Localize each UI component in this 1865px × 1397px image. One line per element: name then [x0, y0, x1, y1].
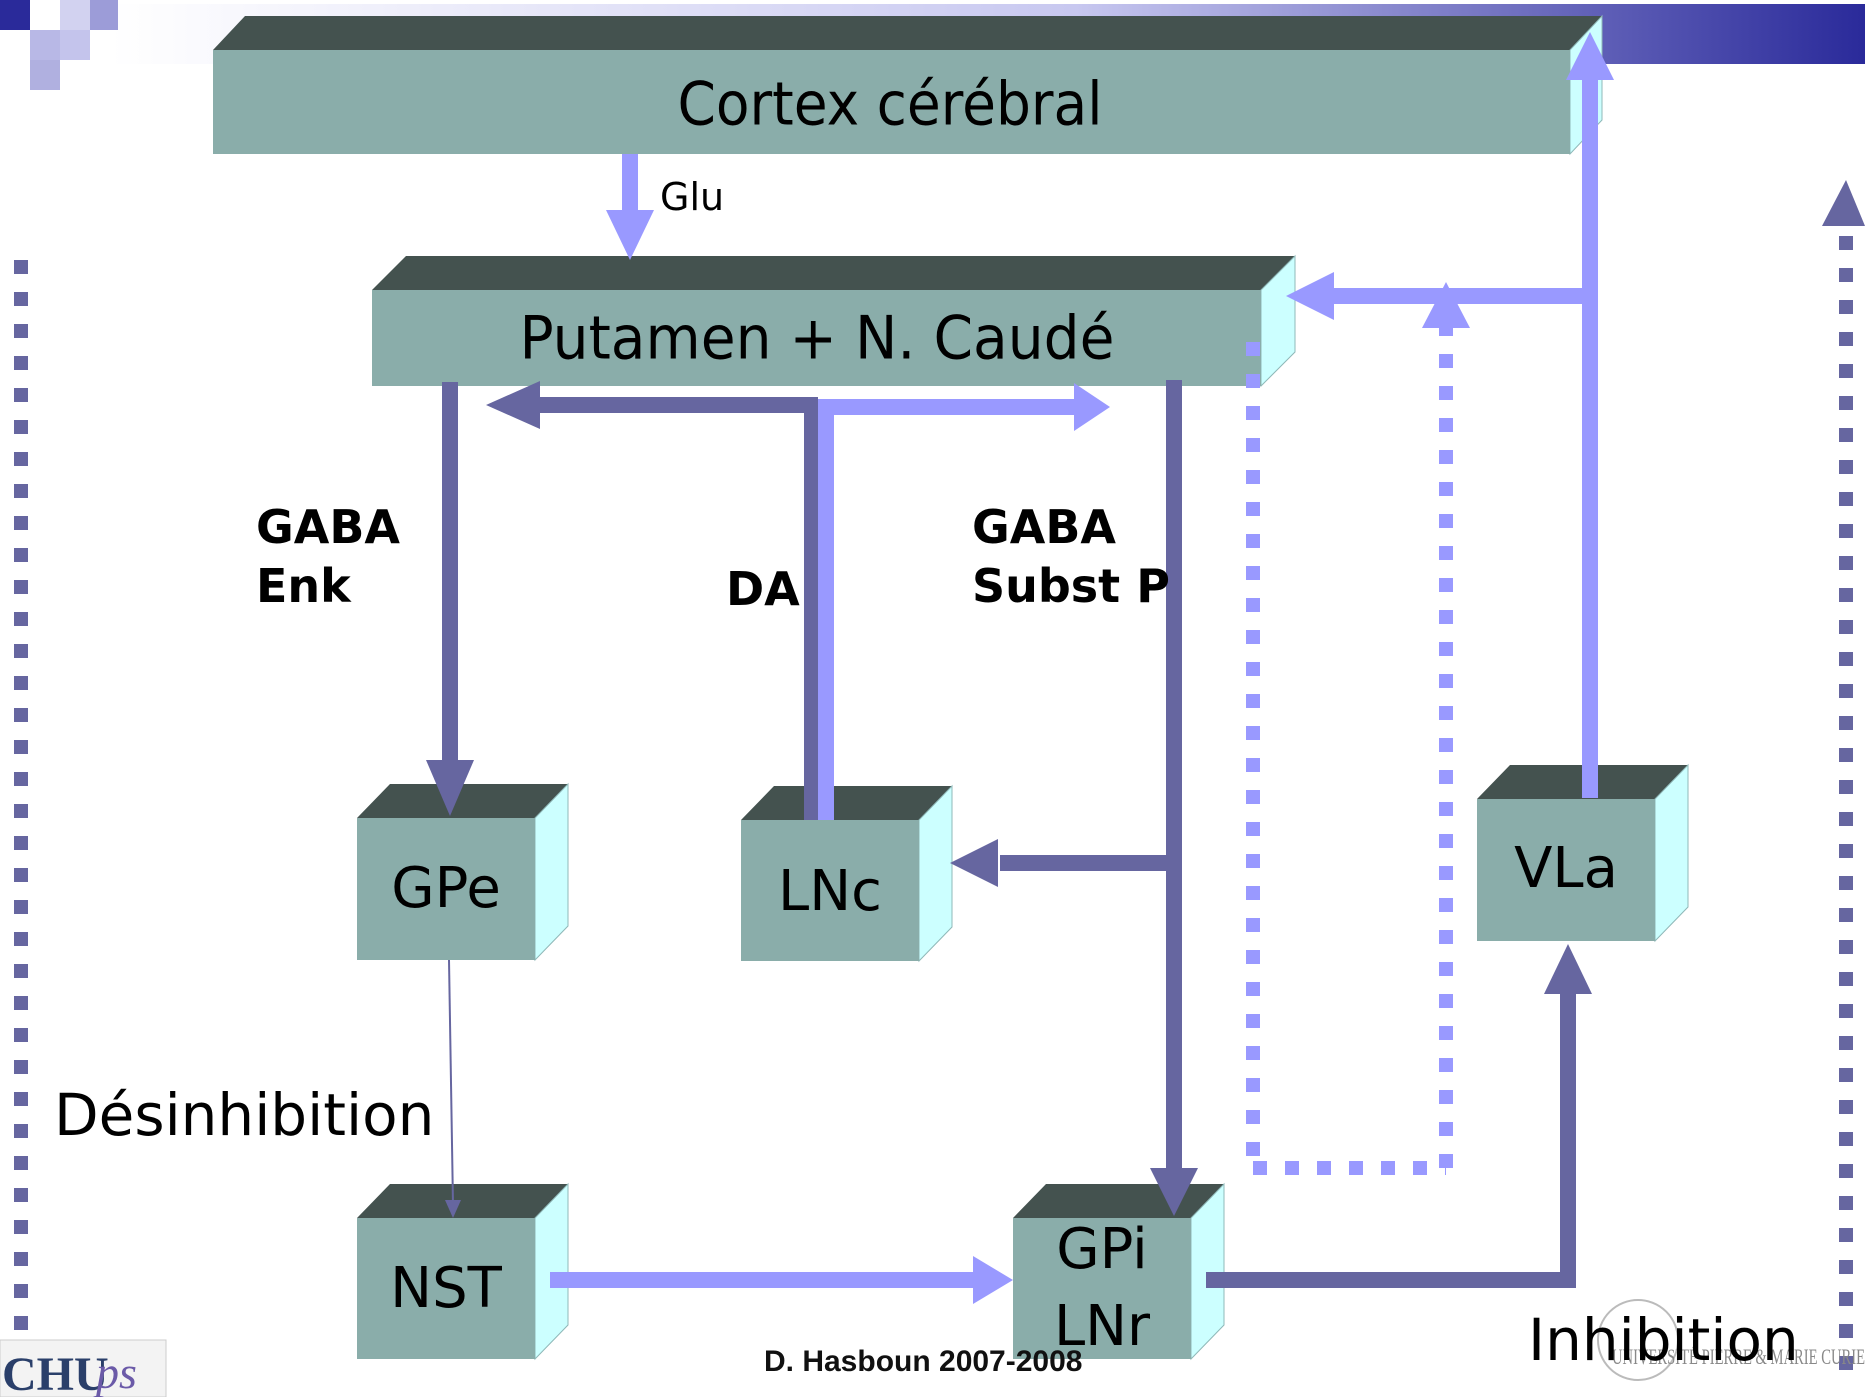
dotted-loop-arrow	[1246, 282, 1470, 1175]
university-logo: UNIVERSITÉ PIERRE & MARIE CURIE	[1597, 1299, 1865, 1381]
da-label: DA	[726, 562, 800, 616]
striatum-box: Putamen + N. Caudé	[372, 254, 1296, 388]
arrows	[14, 32, 1865, 1380]
university-logo-text: UNIVERSITÉ PIERRE & MARIE CURIE	[1612, 1344, 1865, 1369]
lnc-label: LNc	[778, 859, 882, 924]
striatum-label: Putamen + N. Caudé	[520, 304, 1115, 374]
enk-label: Enk	[256, 559, 352, 613]
right-dotted-arrow	[1822, 180, 1865, 1380]
ps-text: ps	[93, 1347, 137, 1397]
author-footer: D. Hasboun 2007-2008	[764, 1345, 1082, 1378]
dopamine-arrow	[486, 381, 1110, 820]
gpi-lnr-box: GPi LNr	[1013, 1182, 1225, 1361]
nst-to-gpi-arrow	[550, 1256, 1013, 1304]
vla-to-cortex-arrow	[1286, 32, 1614, 798]
gpe-to-nst-arrow	[445, 959, 461, 1218]
gaba-label-left: GABA	[256, 500, 400, 554]
chu-text: CHU	[2, 1348, 109, 1397]
nst-label: NST	[390, 1256, 502, 1321]
striatum-to-gpe-arrow	[426, 382, 474, 816]
subst-p-label: Subst P	[972, 559, 1170, 613]
cortex-label: Cortex cérébral	[678, 70, 1103, 140]
glu-arrow	[606, 154, 654, 260]
pathway-labels: Glu GABA Enk DA GABA Subst P	[256, 175, 1170, 616]
cortex-box: Cortex cérébral	[213, 14, 1603, 156]
gaba-label-right: GABA	[972, 500, 1116, 554]
chu-ps-logo: CHU ps	[0, 1339, 167, 1397]
striatum-to-gpi-arrow	[950, 380, 1198, 1216]
gpe-box: GPe	[357, 782, 569, 962]
gpi-to-vla-arrow	[1206, 944, 1592, 1288]
nst-box: NST	[357, 1182, 569, 1361]
lnr-label: LNr	[1054, 1294, 1151, 1359]
gpe-label: GPe	[391, 856, 501, 921]
vla-label: VLa	[1514, 836, 1618, 901]
vla-box: VLa	[1477, 763, 1689, 943]
disinhibition-label: Désinhibition	[54, 1081, 434, 1149]
glu-label: Glu	[660, 175, 724, 219]
gpi-label: GPi	[1056, 1217, 1148, 1282]
lnc-box: LNc	[741, 784, 953, 963]
inhibition-label: Inhibition	[1528, 1306, 1799, 1374]
